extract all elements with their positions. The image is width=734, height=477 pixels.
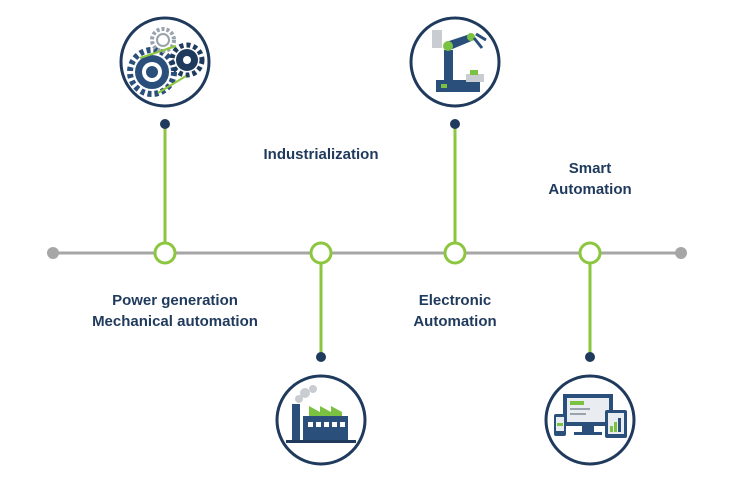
label-industrialization: Industrialization [241, 144, 401, 165]
milestone-power-generation [119, 16, 211, 265]
label-line: Smart [568, 160, 612, 177]
milestone-node [153, 241, 177, 265]
milestone-node [578, 241, 602, 265]
label-line: Automation [548, 181, 632, 198]
milestone-electronic-automation [409, 16, 501, 265]
milestone-smart-automation [544, 241, 636, 466]
milestone-node [309, 241, 333, 265]
milestone-industrialization [275, 241, 367, 466]
label-power-generation: Power generation Mechanical automation [75, 290, 275, 332]
timeline-end-dot [675, 247, 687, 259]
devices-icon [544, 374, 636, 466]
connector-end-dot [160, 119, 170, 129]
timeline-start-dot [47, 247, 59, 259]
label-line: Automation [413, 313, 497, 330]
robot-arm-icon [409, 16, 501, 108]
label-line: Power generation [112, 292, 238, 309]
label-electronic-automation: Electronic Automation [395, 290, 515, 332]
connector-end-dot [585, 352, 595, 362]
label-line: Mechanical automation [92, 313, 258, 330]
label-smart-automation: Smart Automation [530, 158, 650, 200]
connector-end-dot [316, 352, 326, 362]
label-line: Electronic [418, 292, 492, 309]
label-line: Industrialization [263, 146, 379, 163]
gears-icon [119, 16, 211, 108]
milestone-node [443, 241, 467, 265]
factory-icon [275, 374, 367, 466]
connector-end-dot [450, 119, 460, 129]
